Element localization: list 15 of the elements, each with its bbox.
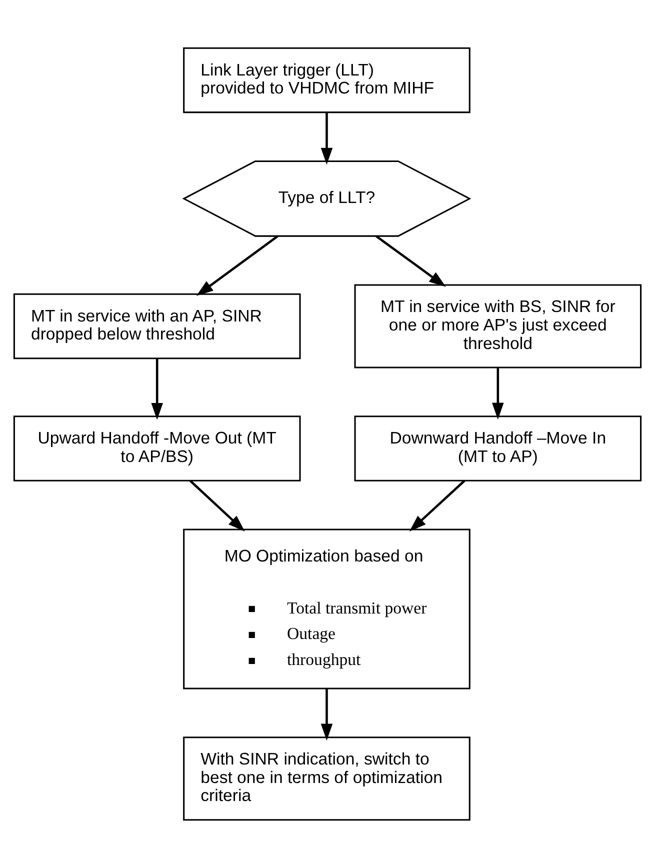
node-box: MT in service with an AP, SINR dropped below threshold — [13, 292, 301, 359]
node-box: MO Optimization based on Total transmit power Outage throughput — [183, 528, 470, 689]
arrow — [189, 479, 245, 531]
node-box: Downward Handoff –Move In (MT to AP) — [354, 415, 642, 481]
node-box: Upward Handoff -Move Out (MT to AP/BS) — [13, 415, 301, 481]
arrow — [320, 688, 333, 740]
arrow — [320, 112, 333, 164]
node-box: Link Layer trigger (LLT) provided to VHDMC from MIHF — [183, 46, 470, 113]
node-box: With SINR indication, switch to best one in terms of optimization criteria — [183, 736, 470, 820]
node-box: MT in service with BS, SINR for one or more AP's just exceed threshold — [354, 284, 642, 368]
arrow — [151, 358, 163, 420]
arrow — [409, 479, 466, 531]
arrow — [492, 368, 504, 420]
arrow — [376, 234, 446, 286]
arrow — [196, 234, 278, 296]
